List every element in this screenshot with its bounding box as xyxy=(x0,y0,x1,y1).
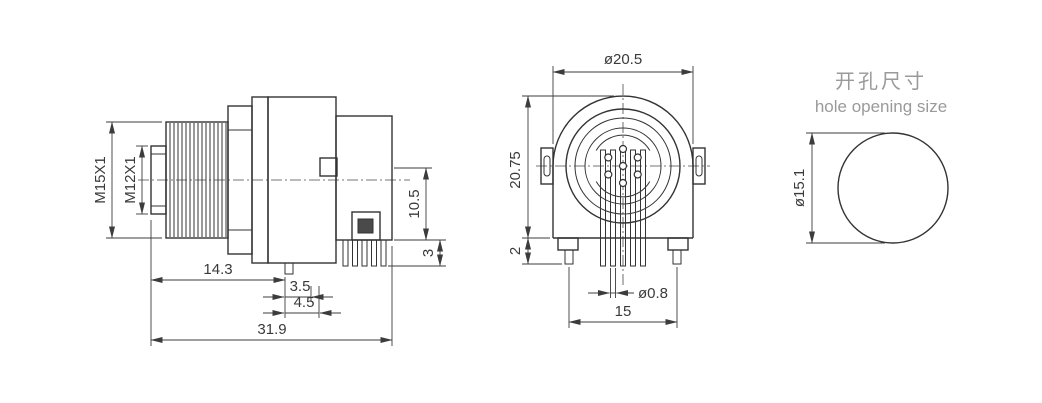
dim-rear-height: 10.5 xyxy=(394,167,446,241)
dim-total-length: 31.9 xyxy=(150,246,393,346)
dim-pin-row-span: 15 xyxy=(568,267,678,328)
side-view-pins xyxy=(284,239,387,275)
hole-opening-view: 开孔尺寸 hole opening size ø15.1 xyxy=(791,69,949,244)
dim-label-outer-diameter: ø20.5 xyxy=(604,51,642,68)
hole-circle xyxy=(837,132,949,244)
side-tab xyxy=(319,157,338,177)
dim-label-m15x1: M15X1 xyxy=(92,156,109,204)
dim-label-m12x1: M12X1 xyxy=(122,156,139,204)
dim-foot-protrusion: 2 xyxy=(507,237,562,265)
dim-pin-offset-b: 4.5 xyxy=(263,286,341,318)
dim-label-overall-height: 20.75 xyxy=(507,151,524,189)
right-tab-slot xyxy=(695,155,703,177)
front-view-outline xyxy=(540,95,706,265)
dim-front-length: 14.3 xyxy=(150,220,286,346)
front-view: ø20.5 20.75 2 ø0.8 15 xyxy=(507,51,710,328)
dim-outer-diameter: ø20.5 xyxy=(552,51,694,144)
left-tab-slot xyxy=(543,155,551,177)
dim-overall-height: 20.75 xyxy=(507,95,614,239)
front-view-pins xyxy=(600,144,646,267)
dim-label-pin-offset-b: 4.5 xyxy=(294,294,315,311)
thread-hatching xyxy=(169,123,227,237)
dim-label-pin-row-span: 15 xyxy=(615,303,632,320)
dim-label-pin-length: 3 xyxy=(420,249,437,257)
side-view: M15X1 M12X1 14.3 3.5 xyxy=(92,96,446,346)
hole-view-title-zh: 开孔尺寸 xyxy=(835,69,927,93)
dim-label-pin-diameter: ø0.8 xyxy=(638,285,668,302)
dim-label-front-length: 14.3 xyxy=(203,261,232,278)
right-mount-tab xyxy=(692,147,706,185)
dim-label-rear-height: 10.5 xyxy=(406,189,423,218)
side-view-outline xyxy=(150,96,393,264)
dim-label-pin-offset-a: 3.5 xyxy=(290,278,311,295)
dim-label-foot-protrusion: 2 xyxy=(507,247,524,255)
dim-pin-diameter: ø0.8 xyxy=(588,268,668,302)
hole-view-title-en: hole opening size xyxy=(815,97,947,116)
left-foot xyxy=(557,237,579,251)
dim-hole-diameter: ø15.1 xyxy=(791,132,885,244)
dim-pin-length: 3 xyxy=(388,239,446,267)
right-foot xyxy=(667,237,689,251)
left-mount-tab xyxy=(540,147,554,185)
dim-thread-inner: M12X1 xyxy=(122,145,148,215)
dim-label-hole-diameter: ø15.1 xyxy=(791,169,808,207)
dim-thread-outer: M15X1 xyxy=(92,121,162,239)
dim-label-total-length: 31.9 xyxy=(257,321,286,338)
dim-pin-offset-a: 3.5 xyxy=(263,278,333,302)
